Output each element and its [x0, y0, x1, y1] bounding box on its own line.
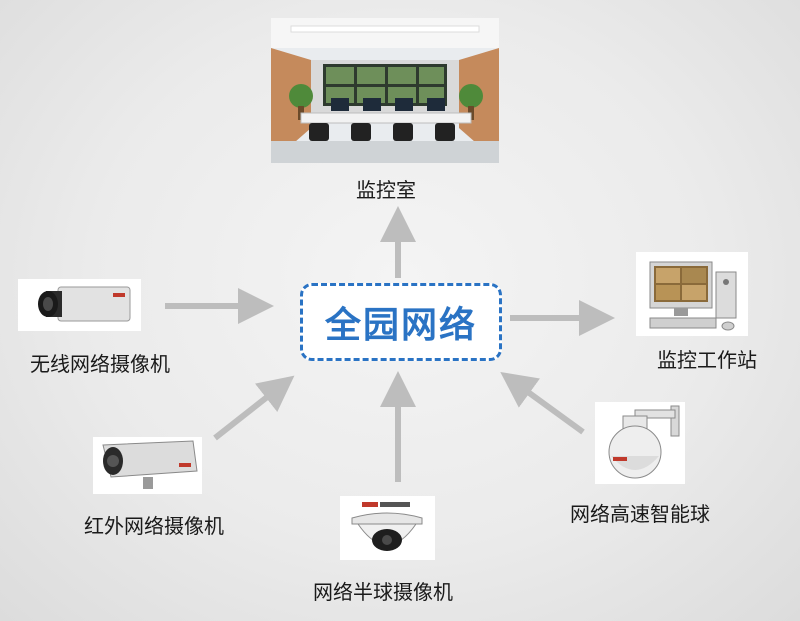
speed-dome-label: 网络高速智能球: [570, 502, 710, 526]
speed-dome-image: [595, 402, 685, 484]
control-room-label: 监控室: [356, 178, 416, 202]
workstation-image: [636, 252, 748, 336]
infrared-camera-image: [93, 437, 202, 494]
arrow-from-infrared-camera: [213, 375, 295, 441]
wireless-camera-label: 无线网络摄像机: [30, 352, 170, 376]
hemisphere-camera-label: 网络半球摄像机: [313, 580, 453, 604]
infrared-camera-label: 红外网络摄像机: [84, 514, 224, 538]
campus-network-node: 全园网络: [300, 283, 502, 361]
hemisphere-camera-image: [340, 496, 435, 560]
campus-network-label: 全园网络: [324, 305, 477, 346]
wireless-camera-image: [18, 279, 141, 331]
control-room-image: [271, 18, 499, 163]
workstation-label: 监控工作站: [657, 348, 757, 372]
arrow-from-speed-dome: [500, 371, 585, 435]
